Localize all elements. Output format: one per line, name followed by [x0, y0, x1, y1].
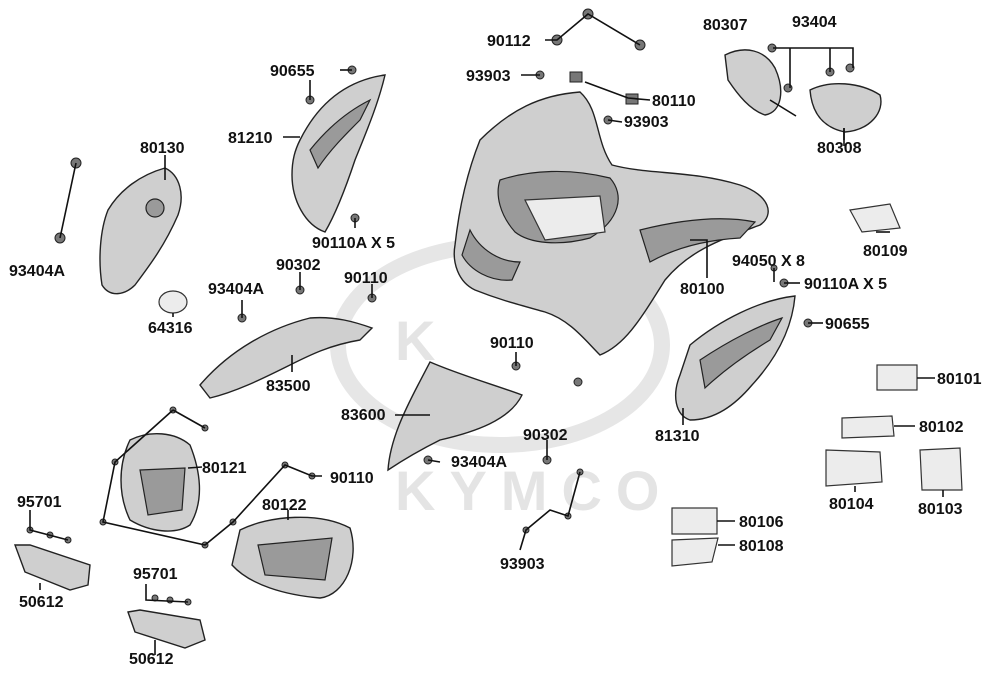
watermark-mark: K	[395, 309, 449, 372]
label-93404A-mid: 93404A	[208, 281, 264, 298]
sticker-80108	[671, 537, 719, 567]
label-90655-top: 90655	[270, 63, 315, 80]
label-93404: 93404	[792, 14, 837, 31]
left-side-fender-81210	[291, 74, 386, 233]
label-80106: 80106	[739, 514, 784, 531]
label-81310: 81310	[655, 428, 700, 445]
callout-labels: 90112 80307 93404 90655 93903 80110 9390…	[9, 14, 982, 668]
label-80108: 80108	[739, 538, 784, 555]
rail-50612-right	[127, 609, 206, 649]
label-80307: 80307	[703, 17, 748, 34]
label-80104: 80104	[829, 496, 874, 513]
label-94050: 94050 X 8	[732, 253, 805, 270]
label-64316: 64316	[148, 320, 193, 337]
bracket-80307	[724, 49, 782, 116]
label-93404A-left: 93404A	[9, 263, 65, 280]
label-93903-mid: 93903	[624, 114, 669, 131]
label-93903-top: 93903	[466, 68, 511, 85]
footrest-cover-83600	[387, 361, 523, 472]
sticker-80104	[825, 449, 883, 487]
label-80103: 80103	[918, 501, 963, 518]
right-side-fender-81310	[674, 295, 796, 421]
sticker-80109	[849, 203, 901, 233]
hardware	[26, 8, 855, 606]
label-90110A-right: 90110A X 5	[804, 276, 887, 293]
label-90110-mid: 90110	[490, 335, 534, 352]
label-93404A-bottom: 93404A	[451, 454, 507, 471]
label-83600: 83600	[341, 407, 386, 424]
watermark-text: KYMCO	[395, 459, 673, 522]
bracket-80308	[809, 82, 882, 133]
label-80110: 80110	[652, 93, 696, 110]
sticker-80102	[841, 415, 895, 439]
label-80109: 80109	[863, 243, 908, 260]
label-80102: 80102	[919, 419, 964, 436]
label-81210: 81210	[228, 130, 273, 147]
label-50612-right: 50612	[129, 651, 174, 668]
label-90110-top: 90110	[344, 270, 388, 287]
label-90112: 90112	[487, 33, 531, 50]
step-plate-80121	[120, 432, 201, 532]
sticker-80106	[671, 507, 718, 535]
label-80308: 80308	[817, 140, 862, 157]
bracket-80130	[99, 167, 182, 295]
label-90302-bottom: 90302	[523, 427, 568, 444]
label-90110-bottom: 90110	[330, 470, 374, 487]
label-93903-bottom: 93903	[500, 556, 545, 573]
rail-50612-left	[13, 544, 91, 591]
sticker-80101	[876, 364, 918, 391]
label-90302-top: 90302	[276, 257, 321, 274]
footrest-cover-83500	[199, 316, 374, 399]
label-83500: 83500	[266, 378, 311, 395]
label-95701-left: 95701	[17, 494, 62, 511]
rear-fender-80100	[453, 91, 769, 356]
label-90110A-left: 90110A X 5	[312, 235, 395, 252]
step-plate-80122	[231, 516, 354, 599]
label-90655-right: 90655	[825, 316, 870, 333]
label-80100: 80100	[680, 281, 725, 298]
sticker-80103	[919, 447, 963, 491]
label-80101: 80101	[937, 371, 982, 388]
leader-lines	[29, 13, 944, 655]
label-80121: 80121	[202, 460, 247, 477]
label-80122: 80122	[262, 497, 307, 514]
plug-64316	[158, 290, 188, 314]
label-95701-right: 95701	[133, 566, 178, 583]
label-50612-left: 50612	[19, 594, 64, 611]
label-80130: 80130	[140, 140, 185, 157]
